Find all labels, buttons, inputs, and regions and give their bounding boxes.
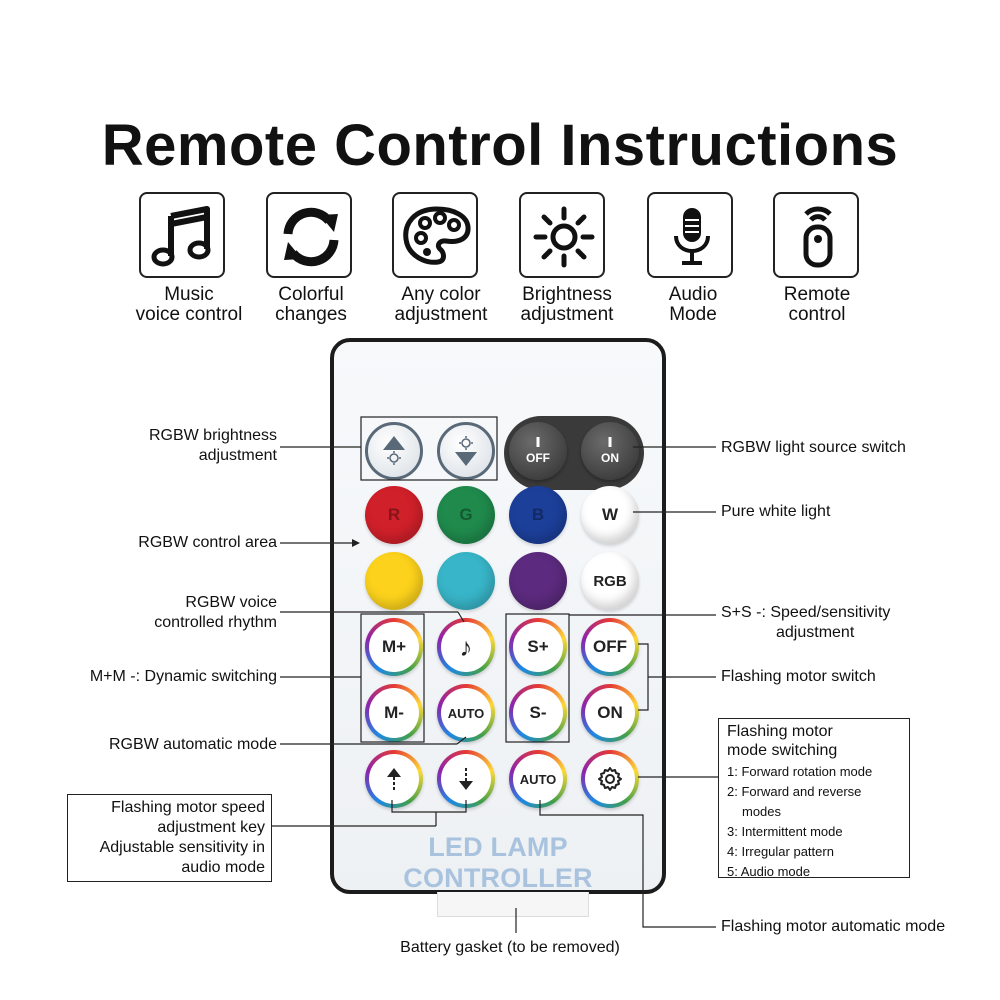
remote-brand-label: LED LAMP CONTROLLER bbox=[403, 832, 593, 893]
speed-plus-button[interactable]: S+ bbox=[509, 618, 567, 676]
music-rhythm-button[interactable]: ♪ bbox=[437, 618, 495, 676]
refresh-cycle-icon bbox=[266, 192, 352, 278]
arrow-down-icon bbox=[459, 768, 473, 790]
annotation-motor-speed: Flashing motor speed adjustment key Adju… bbox=[67, 794, 272, 882]
purple-button[interactable] bbox=[509, 552, 567, 610]
paint-palette-icon bbox=[392, 192, 478, 278]
mode-group-frame bbox=[360, 613, 425, 743]
mode-minus-button[interactable]: M- bbox=[365, 684, 423, 742]
power-icon bbox=[536, 437, 540, 447]
yellow-button[interactable] bbox=[365, 552, 423, 610]
motor-on-button[interactable]: ON bbox=[581, 684, 639, 742]
music-note-icon: ♪ bbox=[459, 631, 473, 662]
arrow-up-icon bbox=[387, 768, 401, 790]
motor-switch-bracket bbox=[638, 643, 649, 711]
annotation-gasket: Battery gasket (to be removed) bbox=[400, 939, 620, 956]
motor-speed-bracket bbox=[391, 800, 467, 813]
blue-button[interactable]: B bbox=[509, 486, 567, 544]
annotation-light-switch: RGBW light source switch bbox=[721, 439, 906, 456]
annotation-motor-auto: Flashing motor automatic mode bbox=[721, 918, 946, 935]
white-button[interactable]: W bbox=[581, 486, 639, 544]
annotation-control-area: RGBW control area bbox=[138, 534, 277, 551]
microphone-icon bbox=[647, 192, 733, 278]
auto-mode-button[interactable]: AUTO bbox=[437, 684, 495, 742]
motor-auto-leader bbox=[539, 800, 716, 928]
mode-plus-button[interactable]: M+ bbox=[365, 618, 423, 676]
red-button[interactable]: R bbox=[365, 486, 423, 544]
gear-icon bbox=[598, 767, 622, 791]
rgb-button[interactable]: RGB bbox=[581, 552, 639, 610]
brightness-down-icon bbox=[455, 436, 477, 466]
remote-control-icon bbox=[773, 192, 859, 278]
brightness-group-frame bbox=[360, 416, 498, 481]
motor-off-button[interactable]: OFF bbox=[581, 618, 639, 676]
brightness-up-icon bbox=[383, 436, 405, 465]
light-off-button[interactable]: OFF bbox=[509, 422, 567, 480]
brightness-down-button[interactable] bbox=[437, 422, 495, 480]
sun-brightness-icon bbox=[519, 192, 605, 278]
power-icon bbox=[608, 437, 612, 447]
annotation-motor-switch: Flashing motor switch bbox=[721, 668, 876, 685]
annotation-pure-white: Pure white light bbox=[721, 503, 831, 520]
motor-speed-down-button[interactable] bbox=[437, 750, 495, 808]
music-note-icon bbox=[139, 192, 225, 278]
battery-gasket bbox=[437, 892, 589, 917]
motor-auto-button[interactable]: AUTO bbox=[509, 750, 567, 808]
annotation-dynamic: M+M -: Dynamic switching bbox=[89, 668, 277, 685]
brightness-up-button[interactable] bbox=[365, 422, 423, 480]
speed-minus-button[interactable]: S- bbox=[509, 684, 567, 742]
motor-speed-up-button[interactable] bbox=[365, 750, 423, 808]
annotation-speed: S+S -: Speed/sensitivity adjustment bbox=[721, 604, 891, 641]
motor-mode-button[interactable] bbox=[581, 750, 639, 808]
green-button[interactable]: G bbox=[437, 486, 495, 544]
control-area-arrow bbox=[352, 539, 360, 547]
speed-group-frame bbox=[505, 613, 570, 743]
annotation-motor-mode: Flashing motor mode switching 1: Forward… bbox=[718, 718, 910, 879]
remote-control-body: OFF ON R G B W RGB M+ ♪ S+ OFF M- AUTO S… bbox=[330, 338, 666, 894]
cyan-button[interactable] bbox=[437, 552, 495, 610]
annotation-automatic: RGBW automatic mode bbox=[108, 736, 277, 753]
light-on-button[interactable]: ON bbox=[581, 422, 639, 480]
page-title: Remote Control Instructions bbox=[101, 113, 899, 178]
